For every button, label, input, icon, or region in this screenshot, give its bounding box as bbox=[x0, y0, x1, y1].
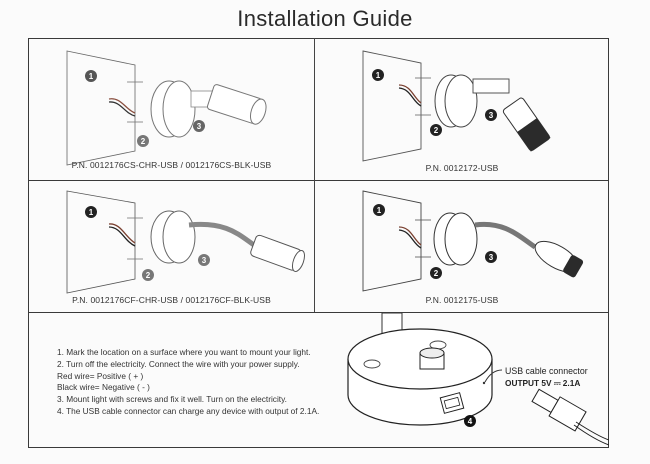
row-divider bbox=[28, 312, 609, 313]
instruction-step: 2. Turn off the electricity. Connect the… bbox=[57, 358, 300, 369]
svg-text:3: 3 bbox=[489, 253, 494, 262]
step-badge-3 bbox=[198, 254, 210, 266]
spotlight-diagram: 1 2 3 bbox=[362, 50, 551, 162]
row-divider bbox=[28, 180, 609, 181]
step-badge-2 bbox=[142, 269, 154, 281]
instructions-list: 1. Mark the location on a surface where … bbox=[57, 347, 319, 418]
gooseneck bbox=[188, 221, 259, 250]
part-number: P.N. 0012176CF-CHR-USB / 0012176CF-BLK-U… bbox=[72, 295, 271, 305]
svg-text:3: 3 bbox=[197, 122, 202, 131]
instruction-step: Red wire= Positive ( + ) bbox=[57, 370, 144, 381]
part-number: P.N. 0012175-USB bbox=[425, 295, 499, 305]
step-badge-2 bbox=[430, 124, 442, 136]
step-badge-2 bbox=[137, 135, 149, 147]
flex-light-diagram: 1 2 3 bbox=[362, 190, 584, 292]
usb-base-diagram: 4 bbox=[347, 313, 609, 446]
callout-line bbox=[484, 369, 503, 383]
svg-text:1: 1 bbox=[376, 71, 381, 80]
wall-plane bbox=[66, 190, 136, 294]
svg-text:1: 1 bbox=[89, 72, 94, 81]
wall-plane bbox=[362, 50, 422, 162]
step-badge-1 bbox=[373, 204, 385, 216]
black-wire bbox=[398, 87, 422, 107]
step-badge-3 bbox=[193, 120, 205, 132]
instruction-step: 3. Mount light with screws and fix it we… bbox=[57, 394, 287, 405]
step-badge-2 bbox=[430, 267, 442, 279]
panel-flex-cf: 1 2 3 P.N. 0012176CF-CHR-USB / 0012176CF… bbox=[29, 181, 314, 312]
svg-text:2: 2 bbox=[434, 269, 439, 278]
gooseneck bbox=[474, 221, 537, 250]
svg-text:3: 3 bbox=[202, 256, 207, 265]
guide-frame bbox=[28, 38, 609, 448]
screw-hole bbox=[363, 359, 381, 369]
red-wire bbox=[398, 84, 422, 104]
black-wire bbox=[108, 101, 136, 117]
instruction-step: 4. The USB cable connector can charge an… bbox=[57, 405, 320, 416]
usb-connector-label: USB cable connector OUTPUT 5V ⎓ 2.1A bbox=[505, 365, 588, 389]
step-badge-1 bbox=[372, 69, 384, 81]
red-wire bbox=[108, 223, 136, 244]
step-badge-3 bbox=[485, 109, 497, 121]
black-wire bbox=[108, 226, 136, 247]
step-badge-1 bbox=[85, 206, 97, 218]
svg-text:1: 1 bbox=[377, 206, 382, 215]
svg-text:2: 2 bbox=[141, 137, 146, 146]
red-wire bbox=[398, 226, 422, 246]
svg-text:1: 1 bbox=[89, 208, 94, 217]
wall-plane bbox=[66, 50, 136, 166]
panel-flex-2175: 1 2 3 P.N. 0012175-USB bbox=[315, 181, 609, 312]
panel-spotlight-2172: 1 2 3 P.N. 0012172-USB bbox=[315, 39, 609, 180]
spotlight-diagram: 1 2 3 bbox=[66, 50, 267, 166]
wall-plane bbox=[362, 190, 422, 292]
instruction-step: Black wire= Negative ( - ) bbox=[57, 382, 150, 393]
page-title: Installation Guide bbox=[237, 6, 413, 31]
usb-output-spec: OUTPUT 5V ⎓ 2.1A bbox=[505, 378, 581, 388]
usb-cable bbox=[573, 424, 609, 446]
instruction-step: 1. Mark the location on a surface where … bbox=[57, 347, 311, 357]
red-wire bbox=[108, 98, 136, 114]
part-number: P.N. 0012176CS-CHR-USB / 0012176CS-BLK-U… bbox=[71, 160, 272, 170]
svg-text:4: 4 bbox=[468, 417, 473, 426]
usb-plug bbox=[531, 388, 587, 432]
svg-text:2: 2 bbox=[146, 271, 151, 280]
usb-label-text: USB cable connector bbox=[505, 366, 588, 376]
svg-text:3: 3 bbox=[489, 111, 494, 120]
step-badge-4 bbox=[464, 415, 476, 427]
step-badge-3 bbox=[485, 251, 497, 263]
part-number: P.N. 0012172-USB bbox=[425, 163, 499, 173]
black-wire bbox=[398, 229, 422, 249]
column-divider bbox=[314, 38, 315, 312]
flex-light-diagram: 1 2 3 bbox=[66, 190, 305, 294]
step-badge-1 bbox=[85, 70, 97, 82]
panel-spotlight-cs: 1 2 3 P.N. 0012176CS-CHR-USB / 0012176CS… bbox=[29, 39, 314, 180]
svg-text:2: 2 bbox=[434, 126, 439, 135]
